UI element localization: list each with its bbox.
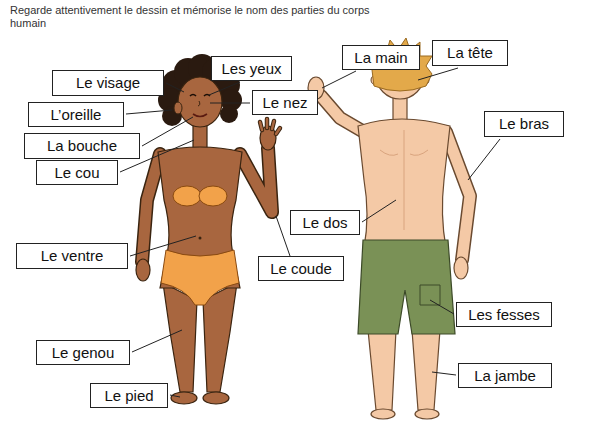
label-box: Le pied [90,383,168,408]
label-box: Le nez [252,90,318,115]
label-box: Le visage [52,70,164,96]
body-part-name: Le ventre [41,247,104,264]
body-part-name: Le bras [499,115,549,132]
label-box: L’oreille [28,102,124,127]
label-box: La bouche [24,133,140,159]
label-box: Le genou [36,340,130,365]
body-part-name: Le visage [76,74,140,91]
body-part-name: Les yeux [221,60,281,77]
body-part-name: L’oreille [51,106,102,123]
body-part-name: La tête [447,44,493,61]
leader-lines [120,68,500,397]
body-part-name: Le nez [262,94,307,111]
label-box: Les yeux [211,56,292,81]
label-box: Le bras [484,111,564,137]
body-part-name: La jambe [474,367,536,384]
body-part-name: Le cou [54,164,99,181]
label-box: Le dos [290,210,360,235]
body-part-name: Le dos [302,214,347,231]
label-box: Le ventre [16,243,128,269]
instruction-title: Regarde attentivement le dessin et mémor… [10,4,380,30]
body-part-name: Le genou [52,344,115,361]
body-part-name: La main [354,49,407,66]
body-part-name: Les fesses [468,306,540,323]
label-box: La jambe [458,363,552,388]
body-part-name: Le coude [270,260,332,277]
label-box: La main [342,45,420,70]
label-box: Les fesses [456,302,552,327]
label-box: La tête [432,40,508,66]
body-part-name: La bouche [47,137,117,154]
label-box: Le coude [258,256,344,281]
body-part-name: Le pied [104,387,153,404]
label-box: Le cou [36,160,118,185]
